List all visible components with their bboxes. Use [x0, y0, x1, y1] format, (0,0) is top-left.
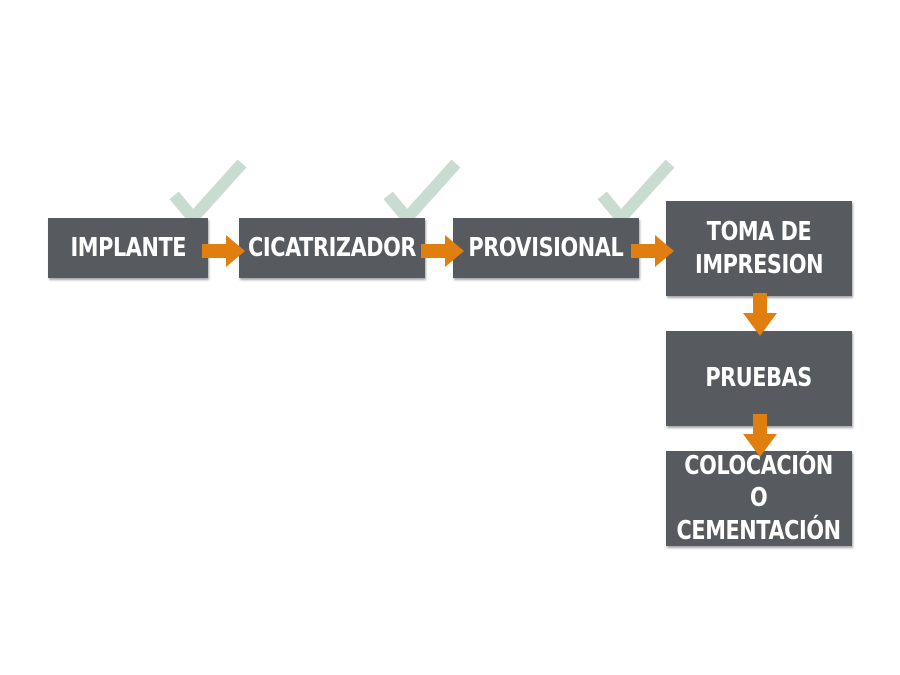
arrow-icon-pruebas-to-colocacion	[743, 414, 777, 457]
step-pruebas: PRUEBAS	[666, 331, 852, 426]
step-toma-de-impresion: TOMA DE IMPRESION	[666, 201, 852, 296]
step-label-colocacion: COLOCACIÓN O CEMENTACIÓN	[676, 450, 842, 546]
step-label-toma-de-impresion: TOMA DE IMPRESION	[694, 217, 824, 280]
step-colocacion: COLOCACIÓN O CEMENTACIÓN	[666, 451, 852, 546]
arrow-icon-toma-to-pruebas	[743, 293, 777, 336]
step-label-pruebas: PRUEBAS	[705, 363, 813, 394]
arrow-icon-implante-to-cicatrizador	[202, 235, 245, 267]
arrow-icon-cicatrizador-to-provisional	[421, 235, 464, 267]
step-label-provisional: PROVISIONAL	[468, 232, 624, 263]
arrow-icon-provisional-to-toma	[631, 235, 674, 267]
step-cicatrizador: CICATRIZADOR	[239, 218, 425, 278]
step-label-implante: IMPLANTE	[70, 232, 186, 263]
step-provisional: PROVISIONAL	[453, 218, 639, 278]
step-label-cicatrizador: CICATRIZADOR	[247, 232, 417, 263]
step-implante: IMPLANTE	[48, 218, 208, 278]
